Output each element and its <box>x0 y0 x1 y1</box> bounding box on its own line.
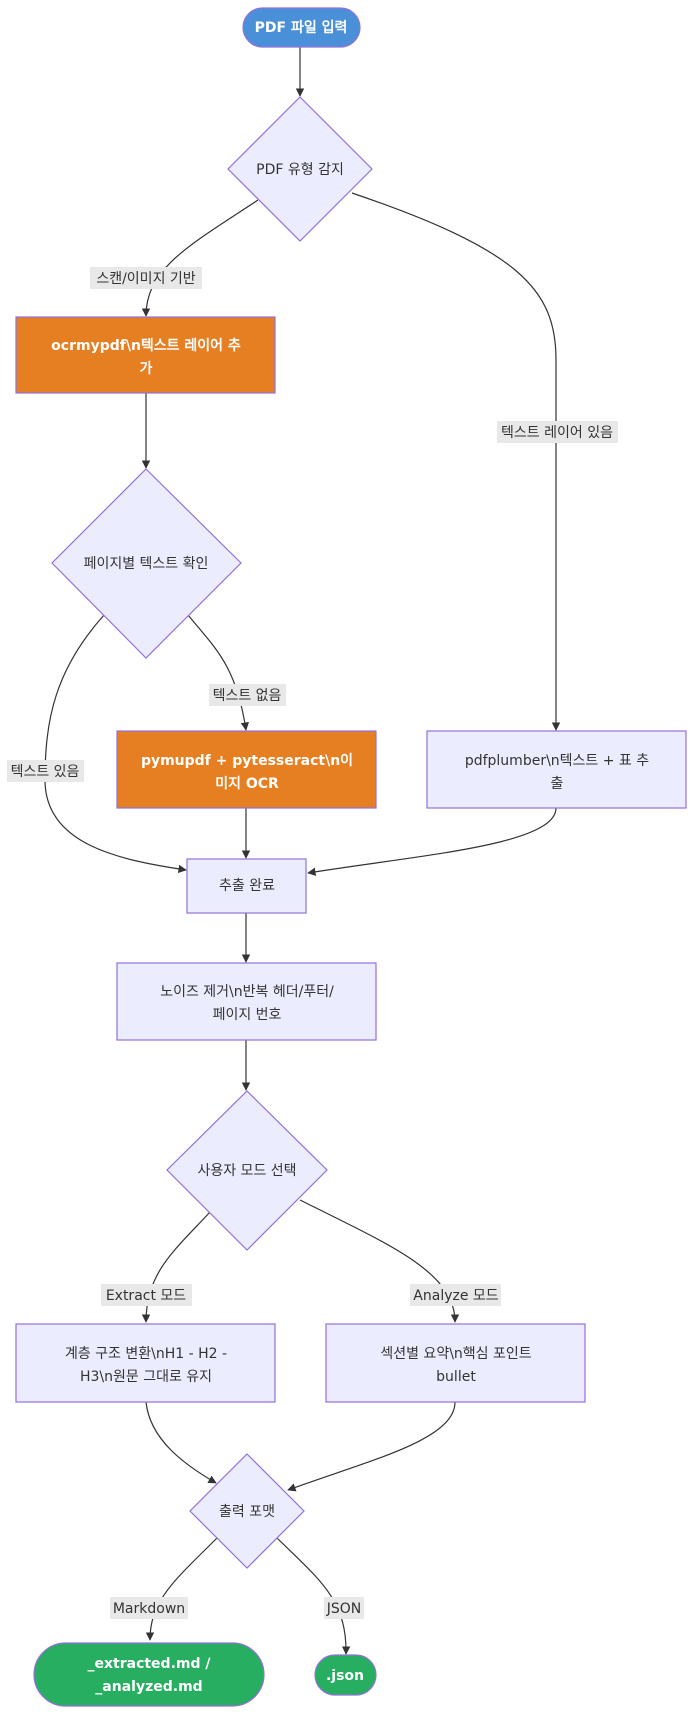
node-ocrmypdf: ocrmypdf\n텍스트 레이어 추 가 <box>15 316 276 394</box>
md-out-label-line2: _analyzed.md <box>95 1679 202 1695</box>
ocrmypdf-label-line1: ocrmypdf\n텍스트 레이어 추 <box>51 337 241 354</box>
node-output-format: 출력 포맷 <box>189 1453 305 1569</box>
start-shape <box>242 7 361 48</box>
pymupdf-shape <box>116 730 377 809</box>
mode-select-label: 사용자 모드 선택 <box>197 1163 296 1179</box>
edge-label-text-layer: 텍스트 레이어 있음 <box>501 425 613 441</box>
node-page-check: 페이지별 텍스트 확인 <box>51 468 242 659</box>
edge-label-bg <box>7 760 84 782</box>
page-check-label: 페이지별 텍스트 확인 <box>84 556 209 572</box>
edge-label-analyze-mode: Analyze 모드 <box>413 1288 498 1304</box>
summary-shape <box>325 1323 586 1403</box>
edge-label-bg <box>110 1597 188 1619</box>
node-pdfplumber: pdfplumber\n텍스트 + 표 추 출 <box>426 730 687 809</box>
page-check-shape <box>51 468 242 659</box>
node-start: PDF 파일 입력 <box>242 7 361 48</box>
edge-label-no-text: 텍스트 없음 <box>213 688 282 704</box>
pdfplumber-label-line1: pdfplumber\n텍스트 + 표 추 <box>465 753 649 769</box>
node-pymupdf: pymupdf + pytesseract\n이 미지 OCR <box>116 730 377 809</box>
pymupdf-label-line1: pymupdf + pytesseract\n이 <box>141 752 353 769</box>
md-out-shape <box>33 1642 265 1707</box>
pdfplumber-shape <box>426 730 687 809</box>
edge-detect-pdfplumber <box>351 192 561 731</box>
json-out-label: .json <box>326 1668 364 1684</box>
edge-label-scan: 스캔/이미지 기반 <box>96 271 195 287</box>
hierarchy-shape <box>15 1323 276 1403</box>
noise-label-line2: 페이지 번호 <box>213 1007 282 1023</box>
edge-hierarchy-output <box>145 1401 217 1484</box>
edge-label-json: JSON <box>326 1601 362 1617</box>
pymupdf-label-line2: 미지 OCR <box>215 776 279 792</box>
output-format-shape <box>189 1453 305 1569</box>
node-summary: 섹션별 요약\n핵심 포인트 bullet <box>325 1323 586 1403</box>
detect-shape <box>227 96 373 242</box>
edge-mode-hierarchy <box>141 1211 211 1323</box>
noise-label-line1: 노이즈 제거\n반복 헤더/푸터/ <box>160 984 334 1000</box>
edge-label-markdown: Markdown <box>113 1601 185 1617</box>
edge-output-json <box>276 1537 351 1655</box>
edge-label-bg <box>497 421 618 443</box>
edge-pdfplumber-extractdone <box>307 807 557 876</box>
node-noise: 노이즈 제거\n반복 헤더/푸터/ 페이지 번호 <box>116 962 377 1041</box>
extract-done-shape <box>186 858 307 914</box>
hierarchy-label-line2: H3\n원문 그대로 유지 <box>80 1369 212 1385</box>
hierarchy-label-line1: 계층 구조 변환\nH1 - H2 - <box>65 1346 227 1362</box>
edge-label-bg <box>101 1284 192 1306</box>
edge-pagecheck-pymupdf <box>187 614 249 731</box>
node-detect: PDF 유형 감지 <box>227 96 373 242</box>
edge-label-bg <box>324 1597 364 1619</box>
noise-shape <box>116 962 377 1041</box>
edge-output-md <box>145 1537 218 1641</box>
edge-summary-output <box>287 1401 456 1492</box>
node-mode-select: 사용자 모드 선택 <box>166 1090 328 1251</box>
node-md-out: _extracted.md / _analyzed.md <box>33 1642 265 1707</box>
start-label: PDF 파일 입력 <box>255 20 348 36</box>
summary-label-line1: 섹션별 요약\n핵심 포인트 <box>380 1346 531 1362</box>
edge-label-extract-mode: Extract 모드 <box>106 1288 186 1304</box>
node-hierarchy: 계층 구조 변환\nH1 - H2 - H3\n원문 그대로 유지 <box>15 1323 276 1403</box>
mode-select-shape <box>166 1090 328 1251</box>
ocrmypdf-shape <box>15 316 276 394</box>
md-out-label-line1: _extracted.md / <box>88 1656 212 1672</box>
pdfplumber-label-line2: 출 <box>551 776 564 792</box>
edge-label-bg <box>90 267 202 289</box>
detect-label: PDF 유형 감지 <box>256 162 344 178</box>
extract-done-label: 추출 완료 <box>219 878 275 894</box>
edge-labels: 스캔/이미지 기반 텍스트 레이어 있음 텍스트 없음 텍스트 있음 Extra… <box>7 267 618 1619</box>
edge-label-has-text: 텍스트 있음 <box>11 764 80 780</box>
edge-label-bg <box>410 1284 501 1306</box>
json-out-shape <box>314 1654 377 1696</box>
output-format-label: 출력 포맷 <box>219 1504 275 1520</box>
summary-label-line2: bullet <box>436 1369 476 1385</box>
edge-detect-ocrmypdf <box>141 199 259 317</box>
node-json-out: .json <box>314 1654 377 1696</box>
ocrmypdf-label-line2: 가 <box>140 361 153 377</box>
node-extract-done: 추출 완료 <box>186 858 307 914</box>
edge-label-bg <box>209 684 286 706</box>
